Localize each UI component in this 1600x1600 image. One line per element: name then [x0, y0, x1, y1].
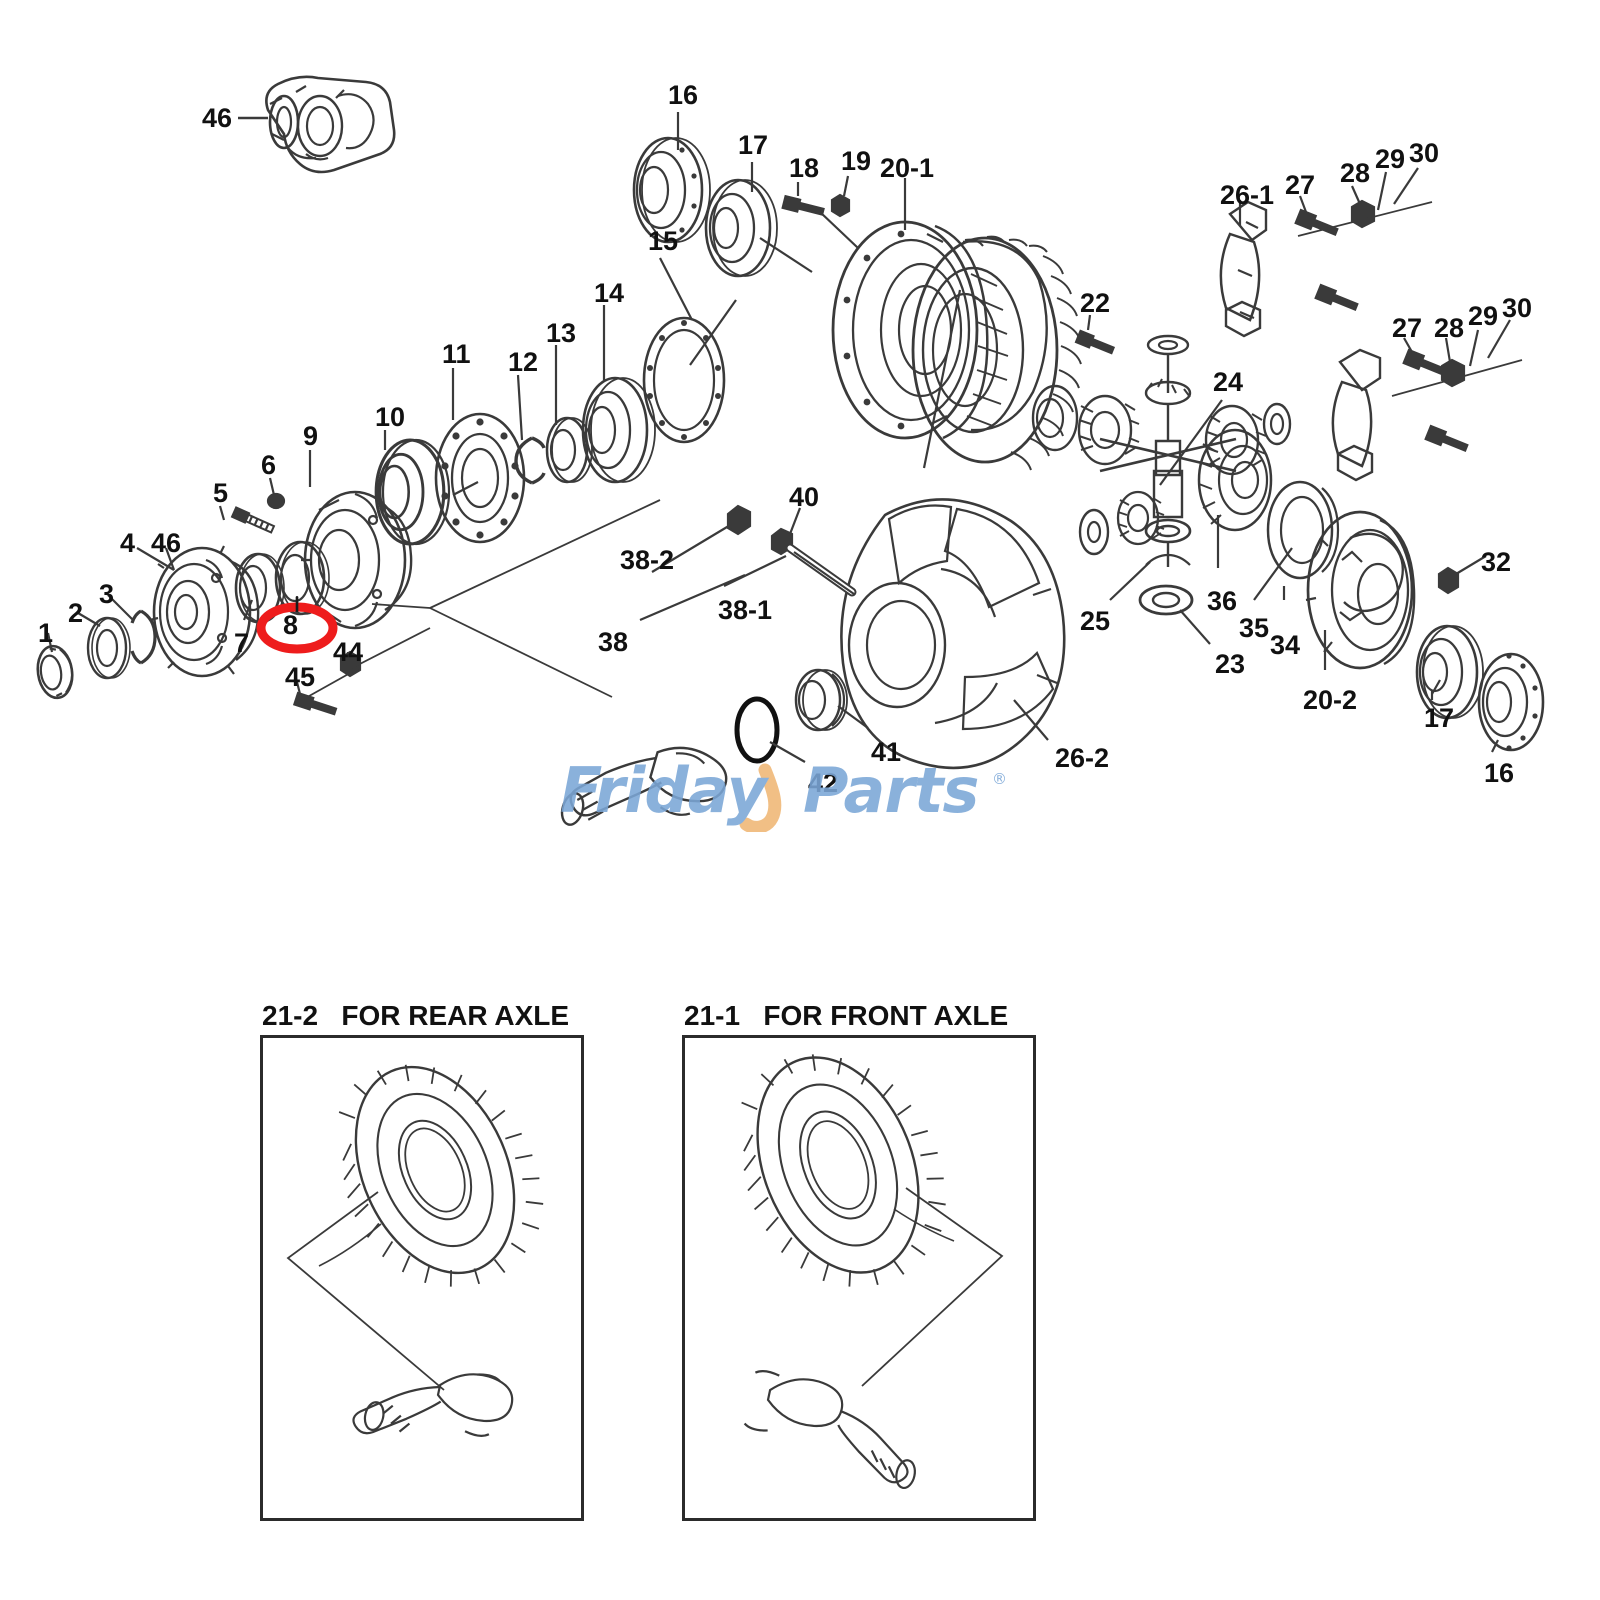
- callout-10-11: 10: [375, 402, 406, 432]
- callout-38-47: 38: [598, 627, 629, 657]
- callout-2-18: 2: [68, 598, 84, 628]
- callout-27-27: 27: [1285, 170, 1316, 200]
- callout-27-31: 27: [1392, 313, 1423, 343]
- callout-1-19: 1: [38, 618, 54, 648]
- callout-19-4: 19: [841, 146, 872, 176]
- callout-40-44: 40: [789, 482, 820, 512]
- callout-15-6: 15: [648, 226, 679, 256]
- callout-6-13: 6: [261, 450, 277, 480]
- callout-22-24: 22: [1080, 288, 1111, 318]
- callout-29-33: 29: [1468, 301, 1499, 331]
- callout-17-2: 17: [738, 130, 769, 160]
- panel-box-rear: [260, 1035, 584, 1521]
- callout-44-22: 44: [333, 637, 364, 667]
- callout-4-15: 4: [120, 528, 136, 558]
- callout-29-29: 29: [1375, 144, 1406, 174]
- callout-9-12: 9: [303, 421, 319, 451]
- callout-8-21: 8: [283, 610, 299, 640]
- panel-caption-rear: FOR REAR AXLE: [341, 1000, 570, 1031]
- callout-26-1-26: 26-1: [1220, 180, 1275, 210]
- callout-23-40: 23: [1215, 649, 1246, 679]
- callout-30-34: 30: [1502, 293, 1533, 323]
- callout-26-2-50: 26-2: [1055, 743, 1110, 773]
- panel-title-rear: 21-2 FOR REAR AXLE: [262, 1000, 569, 1032]
- callout-38-1-46: 38-1: [718, 595, 773, 625]
- callout-46-0: 46: [202, 103, 233, 133]
- callout-25-39: 25: [1080, 606, 1111, 636]
- callout-41-48: 41: [871, 737, 902, 767]
- callout-7-20: 7: [234, 628, 250, 658]
- callout-16-43: 16: [1484, 758, 1515, 788]
- callout-28-28: 28: [1340, 158, 1371, 188]
- panel-box-front: [682, 1035, 1036, 1521]
- callout-12-9: 12: [508, 347, 539, 377]
- callout-36-36: 36: [1207, 586, 1238, 616]
- callout-20-2-41: 20-2: [1303, 685, 1358, 715]
- panel-title-front: 21-1 FOR FRONT AXLE: [684, 1000, 1008, 1032]
- callout-45-23: 45: [285, 662, 316, 692]
- callout-18-3: 18: [789, 153, 820, 183]
- callout-20-1-5: 20-1: [880, 153, 935, 183]
- panel-number-front: 21-1: [684, 1000, 741, 1031]
- callout-30-30: 30: [1409, 138, 1440, 168]
- panel-number-rear: 21-2: [262, 1000, 319, 1031]
- callout-35-37: 35: [1239, 613, 1270, 643]
- callout-46-16: 46: [151, 528, 182, 558]
- callout-34-38: 34: [1270, 630, 1301, 660]
- panel-caption-front: FOR FRONT AXLE: [763, 1000, 1009, 1031]
- callout-16-1: 16: [668, 80, 699, 110]
- callout-14-7: 14: [594, 278, 625, 308]
- callout-24-25: 24: [1213, 367, 1244, 397]
- callout-13-8: 13: [546, 318, 577, 348]
- callout-32-35: 32: [1481, 547, 1512, 577]
- callout-17-42: 17: [1424, 703, 1455, 733]
- callout-38-2-45: 38-2: [620, 545, 675, 575]
- callout-28-32: 28: [1434, 313, 1465, 343]
- callout-11-10: 11: [442, 339, 471, 369]
- callout-3-17: 3: [99, 579, 115, 609]
- callout-5-14: 5: [213, 478, 229, 508]
- callout-42-49: 42: [808, 768, 839, 798]
